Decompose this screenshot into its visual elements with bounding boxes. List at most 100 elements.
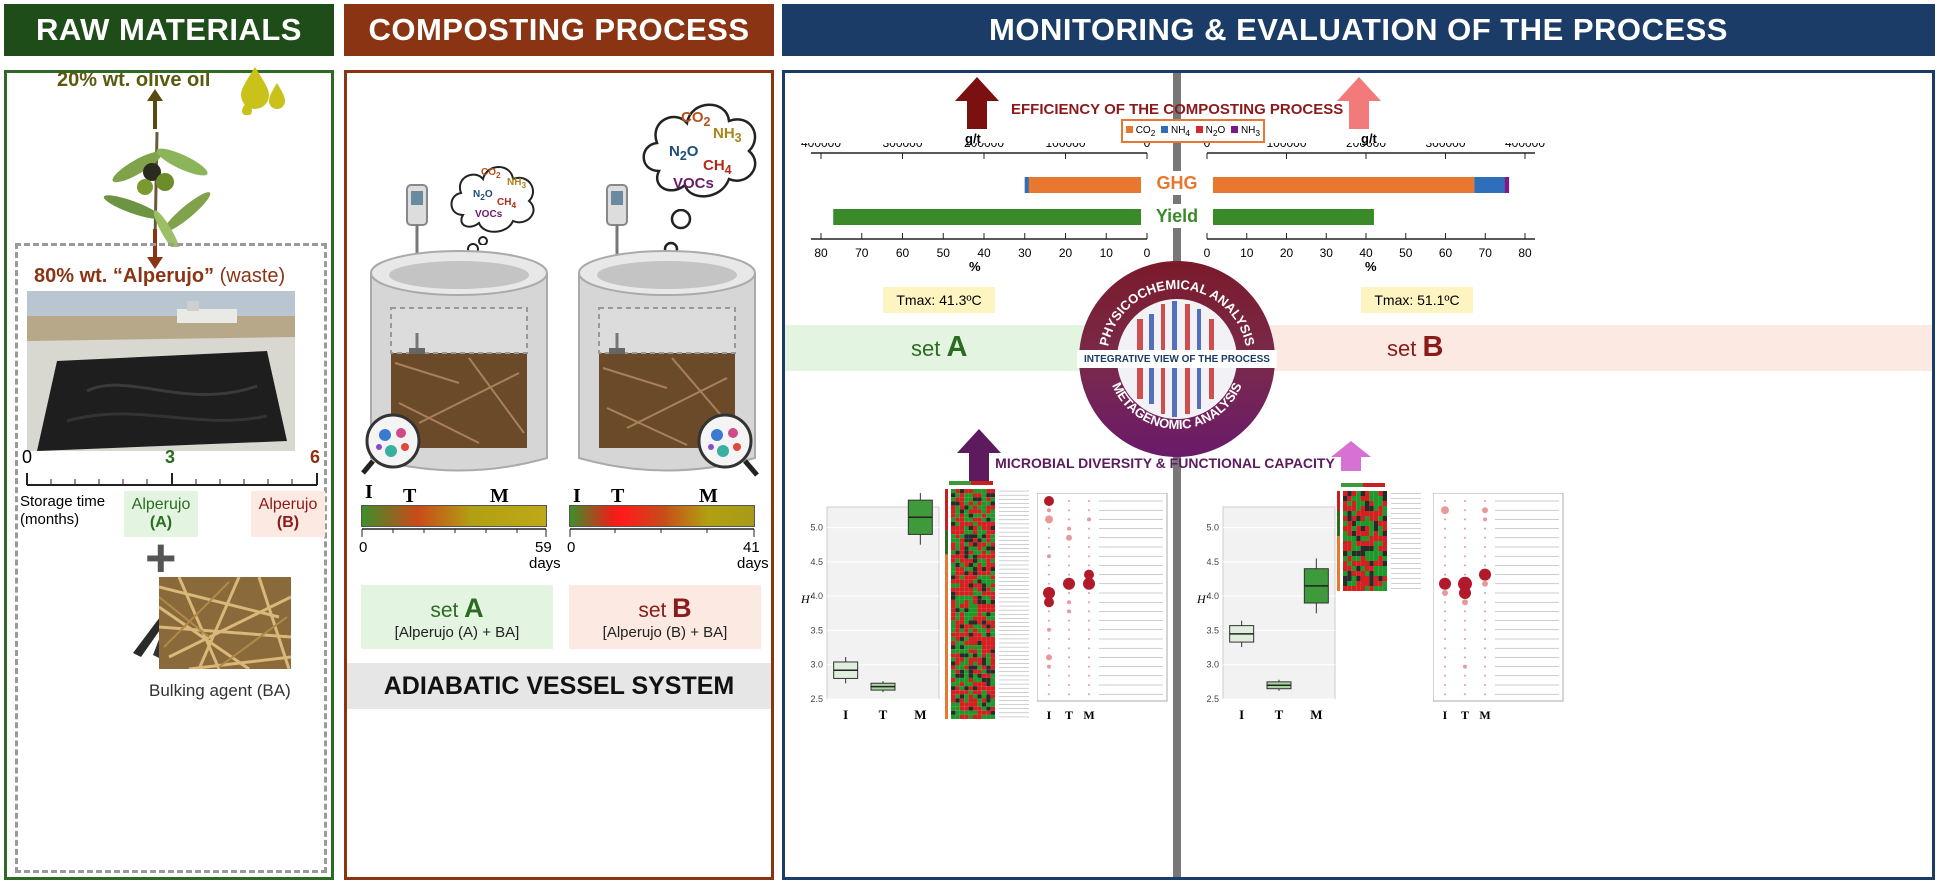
heat-cell (1360, 576, 1365, 581)
heat-cell (1351, 546, 1357, 551)
gas-cloud-large (642, 103, 757, 198)
dot (1484, 656, 1486, 659)
heat-cell (1360, 506, 1365, 511)
heat-cell (968, 653, 973, 658)
heat-cell (990, 714, 995, 719)
dot (1444, 665, 1446, 668)
heat-cell (977, 616, 982, 621)
heat-cell (1369, 551, 1374, 556)
heat-cell (1365, 541, 1370, 546)
legend-nh3: NH3 (1231, 125, 1260, 138)
heat-cell (986, 682, 991, 687)
heat-cell (951, 567, 956, 572)
heat-cell (1351, 566, 1357, 571)
heat-group-bar (945, 489, 948, 531)
dot (1484, 610, 1486, 613)
y-tick-label: 3.0 (810, 660, 823, 670)
ghg-tick-label: 100000 (1045, 143, 1085, 150)
cloud-large-nh3: NH3 (713, 125, 742, 145)
heat-cell (968, 489, 973, 494)
heat-cell (964, 714, 969, 719)
heat-cell (1360, 521, 1365, 526)
heat-cell (986, 694, 991, 699)
adiabatic-system-banner: ADIABATIC VESSEL SYSTEM (347, 663, 771, 709)
heat-cell (964, 505, 969, 510)
heat-cell (959, 583, 965, 588)
heat-cell (951, 690, 956, 695)
heat-cell (990, 493, 995, 498)
heat-cell (951, 591, 956, 596)
heat-cell (1378, 496, 1383, 501)
heat-cell (981, 517, 987, 522)
heat-cell (968, 686, 973, 691)
heat-cell (990, 534, 995, 539)
heat-cell (986, 706, 991, 711)
heat-cell (1347, 531, 1352, 536)
heat-cell (990, 513, 995, 518)
dot (1442, 590, 1448, 596)
heat-cell (955, 636, 960, 641)
heat-cell (977, 653, 982, 658)
heat-cell (1382, 581, 1387, 586)
dot (1462, 599, 1468, 606)
cloud-large-vocs: VOCs (673, 175, 714, 192)
composting-panel: CO2 NH3 N2O CH4 VOCs CO2 NH3 N2O CH4 VOC… (344, 70, 774, 880)
dot (1088, 601, 1090, 604)
heat-cell (986, 624, 991, 629)
dot (1444, 555, 1446, 558)
y-tick-label: 4.0 (810, 591, 823, 601)
heat-cell (964, 686, 969, 691)
dot (1048, 527, 1050, 530)
heat-cell (1369, 541, 1374, 546)
ghg-label: GHG (1141, 171, 1213, 195)
dot (1048, 564, 1050, 567)
ghg-tick-label: 0 (1204, 143, 1211, 150)
heat-cell (1347, 541, 1352, 546)
heat-cell (977, 595, 982, 600)
heat-cell (981, 550, 987, 555)
heat-cell (1356, 556, 1361, 561)
heat-cell (981, 702, 987, 707)
heat-cell (986, 595, 991, 600)
legend-co2: CO2 (1125, 125, 1155, 138)
heat-cell (1351, 491, 1357, 496)
heat-cell (973, 628, 978, 633)
heat-cell (973, 710, 978, 715)
heat-cell (1373, 531, 1379, 536)
heat-cell (1356, 526, 1361, 531)
alperujo-percent-label: 80% wt. “Alperujo” (waste) (34, 265, 286, 287)
heat-cell (986, 579, 991, 584)
heat-cell (1351, 586, 1357, 591)
heat-cell (959, 632, 965, 637)
dot (1068, 555, 1070, 558)
heat-cell (990, 542, 995, 547)
heat-cell (977, 649, 982, 654)
heat-cell (959, 517, 965, 522)
heat-cell (959, 575, 965, 580)
heat-cell (986, 587, 991, 592)
heat-cell (981, 554, 987, 559)
heat-cell (951, 505, 956, 510)
heat-cell (977, 542, 982, 547)
heat-cell (977, 546, 982, 551)
heat-cell (951, 698, 956, 703)
dot (1484, 527, 1486, 530)
day-start-a: 0 (359, 539, 368, 556)
ghg-tick-label: 0 (1144, 143, 1151, 150)
heat-cell (981, 653, 987, 658)
monitoring-header: MONITORING & EVALUATION OF THE PROCESS (782, 4, 1935, 56)
set-b-box: set B [Alperujo (B) + BA] (569, 585, 761, 649)
dot (1068, 500, 1070, 502)
arrow-down-icon (147, 229, 163, 269)
heat-cell (951, 640, 956, 646)
heat-cell (986, 677, 991, 683)
heat-cell (990, 562, 995, 568)
heat-cell (968, 640, 973, 646)
phase-i-a: I (365, 481, 373, 503)
raw-dashed-box (15, 243, 327, 873)
heat-cell (1347, 566, 1352, 571)
dot (1068, 546, 1070, 548)
alperujo-pond-photo (27, 291, 295, 451)
heat-cell (955, 513, 960, 518)
